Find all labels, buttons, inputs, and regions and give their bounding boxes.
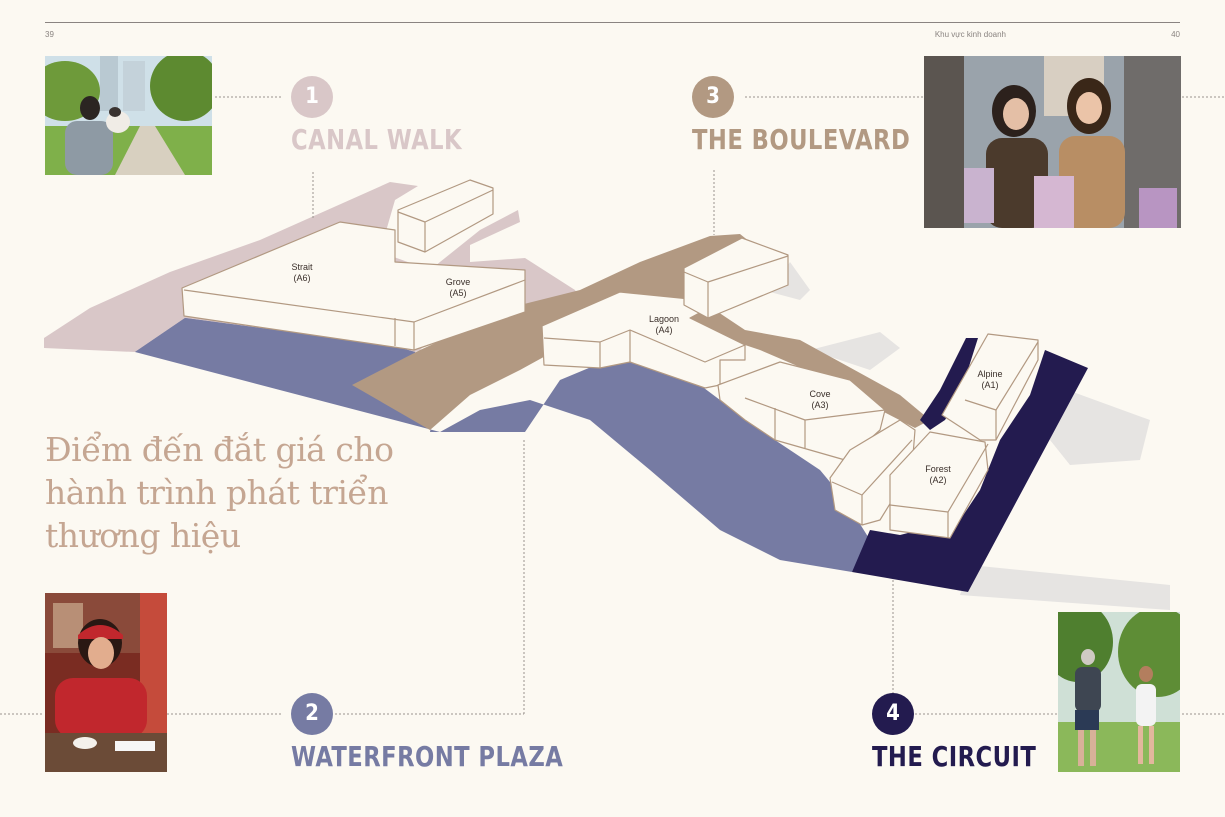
zone-2-name[interactable]: WATERFRONT PLAZA [291, 740, 564, 773]
headline: Điểm đến đắt giá cho hành trình phát tri… [45, 428, 445, 557]
building-a1-code: (A1) [981, 380, 998, 390]
zone-the-circuit-area[interactable] [920, 338, 978, 430]
women-shopping-photo-icon [924, 56, 1181, 228]
zone-1-name[interactable]: CANAL WALK [291, 123, 462, 156]
man-with-dog-photo-icon [45, 56, 212, 175]
section-title: Khu vực kinh doanh [934, 30, 1006, 39]
building-a4-code: (A4) [655, 325, 672, 335]
zone-1-badge: 1 [291, 76, 333, 118]
building-a2-name: Forest [925, 464, 951, 474]
building-a3-name: Cove [809, 389, 830, 399]
page-number-left: 39 [45, 30, 54, 39]
zone-the-circuit-main[interactable] [852, 350, 1088, 592]
building-a5-code: (A5) [449, 288, 466, 298]
zone-3-name[interactable]: THE BOULEVARD [692, 123, 911, 156]
building-a6-code: (A6) [293, 273, 310, 283]
building-a3-code: (A3) [811, 400, 828, 410]
woman-cafe-photo-icon [45, 593, 167, 772]
building-a1-name: Alpine [977, 369, 1002, 379]
headline-line-1: Điểm đến đắt giá cho [45, 430, 394, 469]
zone-waterfront-plaza-bridge[interactable] [135, 318, 415, 352]
zone-4-badge: 4 [872, 693, 914, 735]
leader-lines [0, 96, 1225, 715]
page-number-right: 40 [1171, 30, 1180, 39]
building-a4-name: Lagoon [649, 314, 679, 324]
zone-2-badge: 2 [291, 693, 333, 735]
headline-line-3: thương hiệu [45, 516, 241, 555]
couple-walking-photo-icon [1058, 612, 1180, 772]
zone-3-badge: 3 [692, 76, 734, 118]
zone-4-name[interactable]: THE CIRCUIT [872, 740, 1037, 773]
building-a6-name: Strait [291, 262, 313, 272]
building-a2-code: (A2) [929, 475, 946, 485]
building-a5-name: Grove [446, 277, 471, 287]
zone-boulevard-area[interactable] [352, 234, 930, 430]
buildings [181, 179, 1039, 539]
headline-line-2: hành trình phát triển [45, 473, 388, 512]
header-rule [45, 22, 1180, 23]
